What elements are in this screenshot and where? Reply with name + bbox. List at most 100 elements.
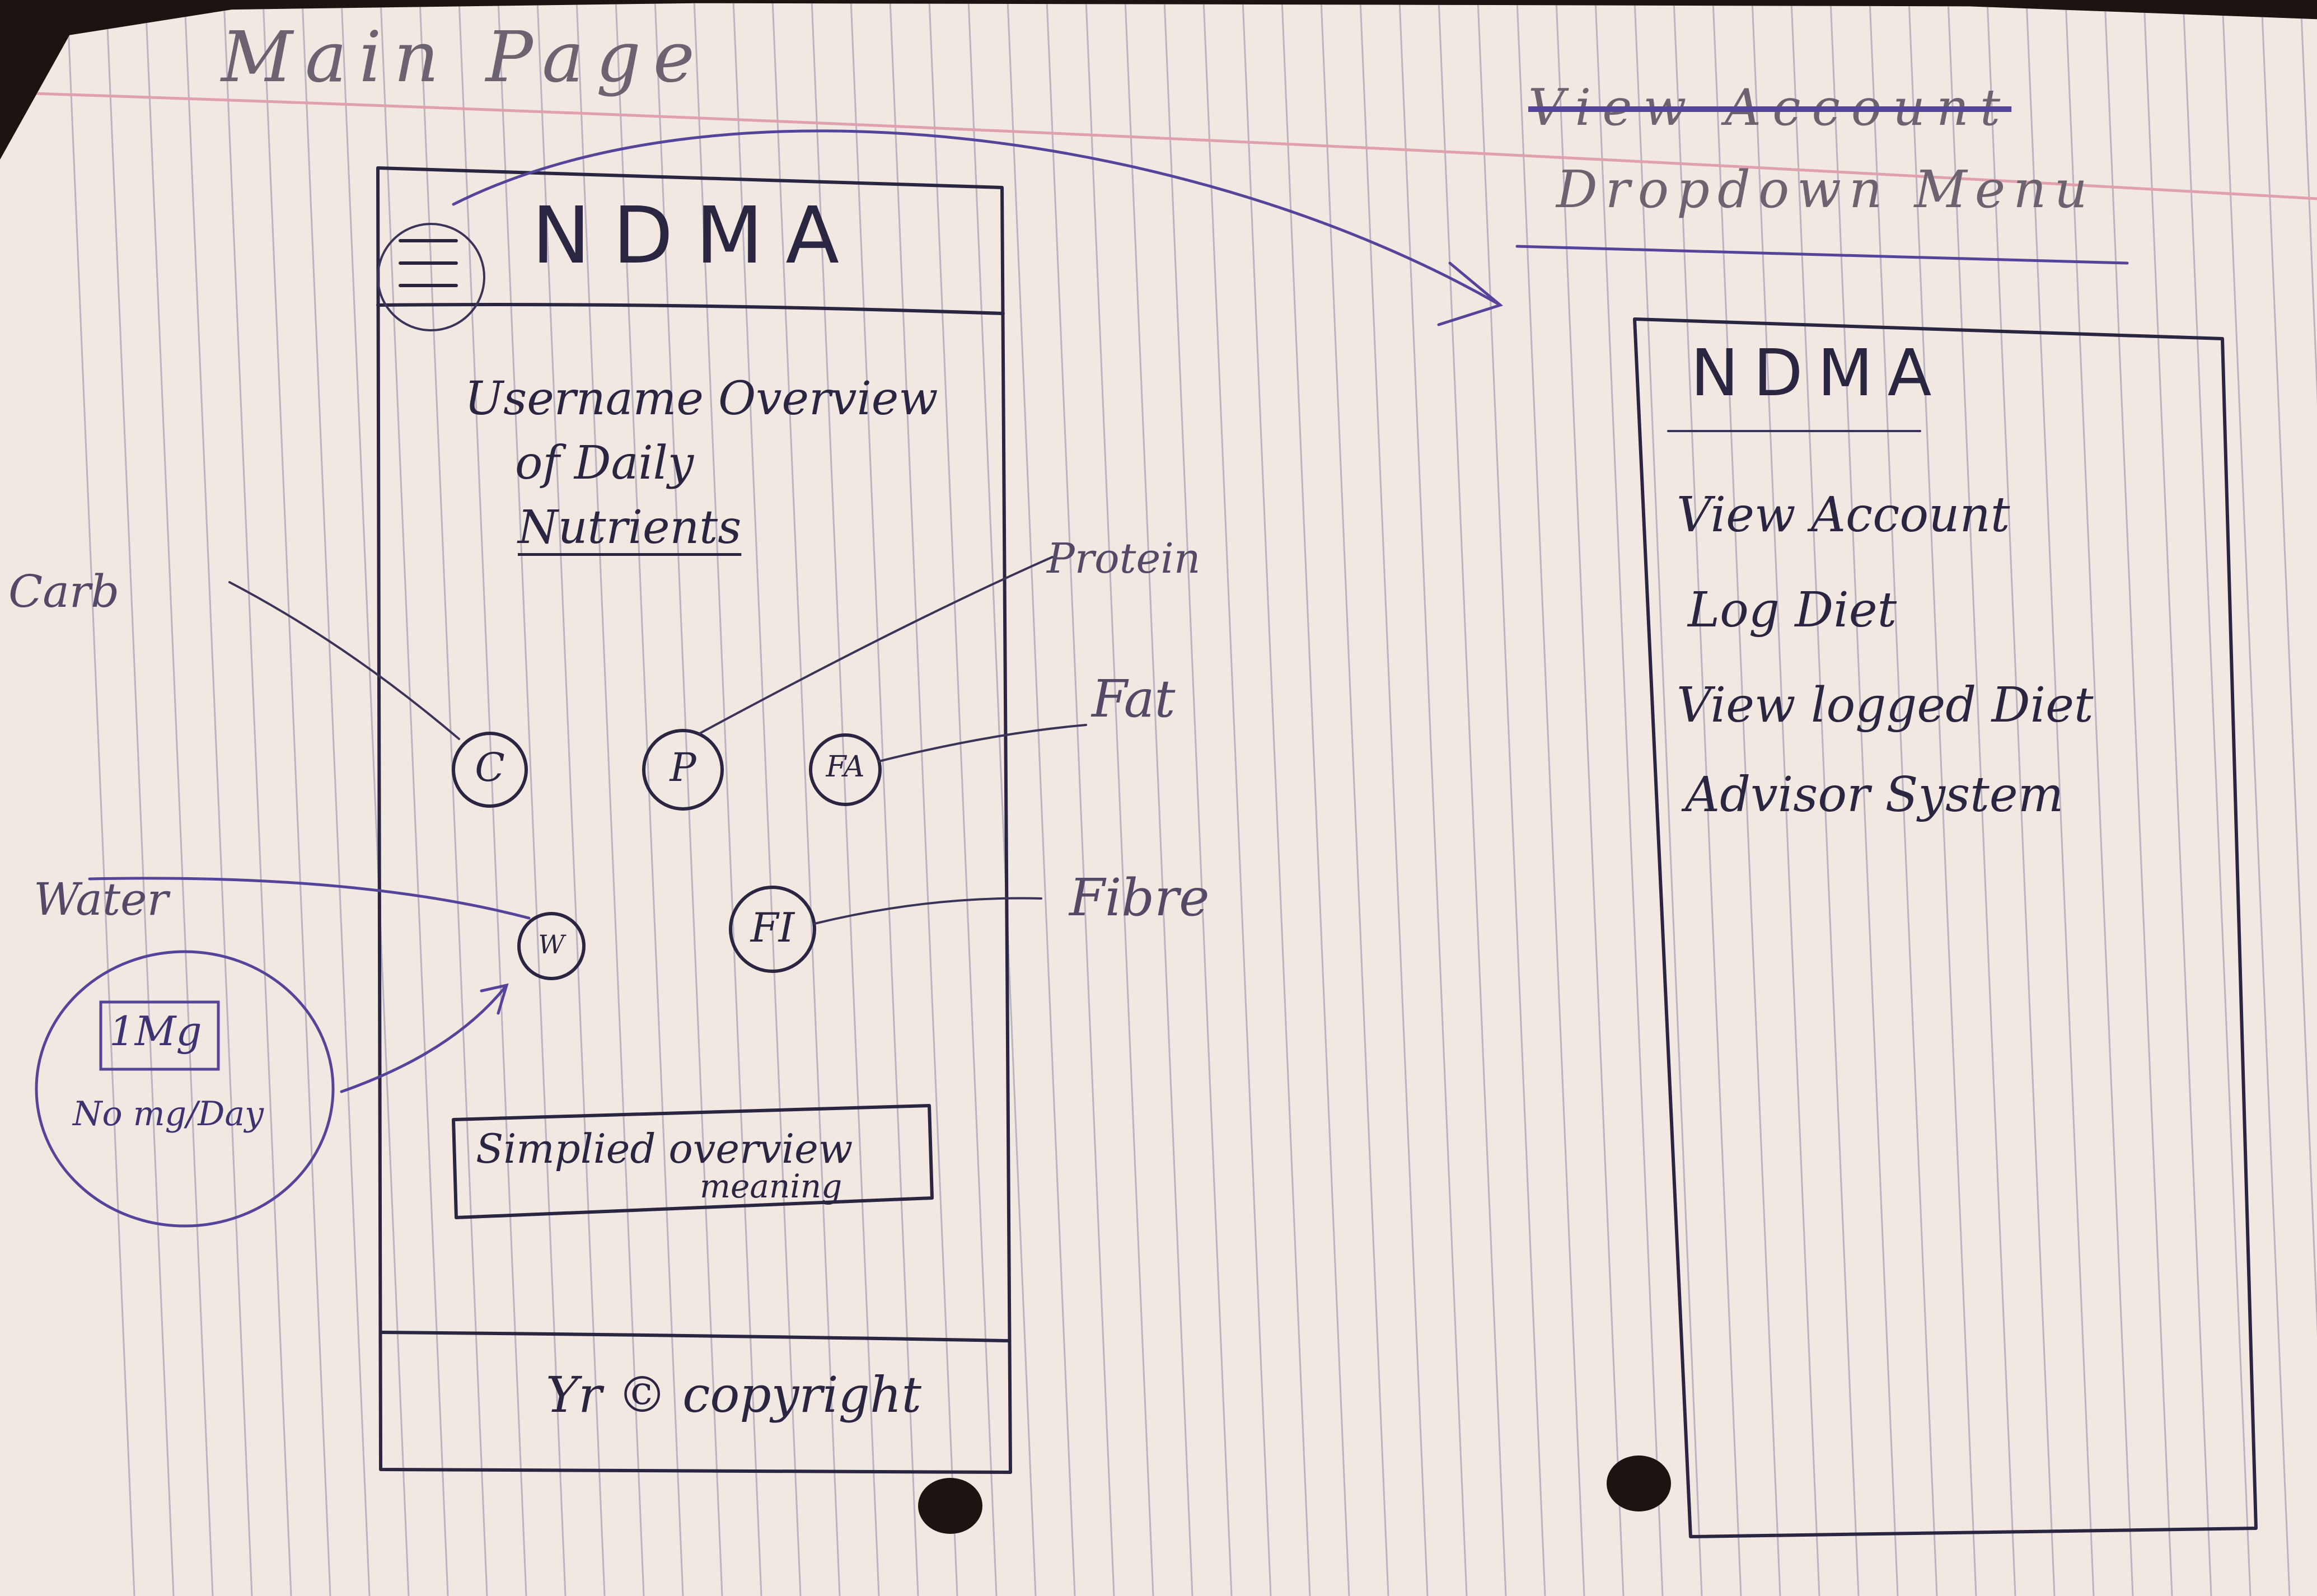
ruled-line bbox=[2104, 3, 2173, 1596]
ruled-line bbox=[1751, 3, 1820, 1596]
ruled-line bbox=[1398, 3, 1468, 1596]
nutrient-circle-fi[interactable] bbox=[729, 886, 816, 973]
ruled-line bbox=[1320, 3, 1389, 1596]
fat-callout-line bbox=[878, 724, 1087, 762]
ruled-line bbox=[262, 3, 331, 1596]
ruled-line bbox=[1673, 3, 1742, 1596]
water-popup-subtext: No mg/Day bbox=[73, 1094, 264, 1134]
ruled-line bbox=[2025, 3, 2095, 1596]
ruled-line bbox=[497, 3, 567, 1596]
ruled-line bbox=[732, 3, 802, 1596]
ruled-line bbox=[1085, 3, 1154, 1596]
water-popup-arrow bbox=[340, 984, 508, 1093]
nutrient-circle-p[interactable] bbox=[642, 729, 724, 811]
ruled-line bbox=[575, 3, 645, 1596]
ruled-line bbox=[419, 3, 488, 1596]
ruled-line bbox=[1790, 3, 1860, 1596]
nutrient-circle-w[interactable] bbox=[517, 912, 586, 980]
ruled-line bbox=[1594, 3, 1664, 1596]
ruled-line bbox=[811, 3, 880, 1596]
summary-box-line2: meaning bbox=[700, 1167, 842, 1205]
dropdown-item-view-logged-diet[interactable]: View logged Diet bbox=[1677, 677, 2094, 733]
ruled-line bbox=[1202, 3, 1272, 1596]
hamburger-circle bbox=[377, 223, 485, 331]
menu-arrow bbox=[452, 129, 1502, 307]
ruled-line bbox=[380, 3, 449, 1596]
nutrient-label-carb: Carb bbox=[8, 565, 120, 617]
nutrient-key-p: P bbox=[670, 745, 696, 790]
dropdown-panel-frame bbox=[1633, 317, 2258, 1538]
main-title-line2: of Daily bbox=[515, 437, 694, 490]
nutrient-label-water: Water bbox=[34, 873, 168, 925]
water-popup-circle bbox=[35, 950, 335, 1228]
protein-callout-line bbox=[699, 556, 1054, 734]
ruled-line bbox=[1712, 3, 1781, 1596]
ruled-line bbox=[184, 3, 253, 1596]
water-callout-line bbox=[88, 877, 531, 920]
dropdown-item-view-account[interactable]: View Account bbox=[1677, 487, 2010, 543]
phone-frame-main bbox=[376, 166, 1012, 1474]
ruled-line bbox=[144, 3, 214, 1596]
water-popup-value: 1Mg bbox=[109, 1008, 202, 1055]
ruled-line bbox=[2182, 3, 2252, 1596]
nutrient-key-w: W bbox=[538, 929, 565, 960]
nutrient-key-c: C bbox=[475, 745, 505, 790]
punch-hole-right bbox=[1607, 1455, 1671, 1511]
nutrient-circle-fa[interactable] bbox=[809, 733, 882, 806]
ruled-line bbox=[2221, 3, 2291, 1596]
dropdown-item-log-diet[interactable]: Log Diet bbox=[1688, 582, 1897, 638]
ruled-line bbox=[1477, 3, 1546, 1596]
nutrient-label-fat: Fat bbox=[1092, 669, 1176, 729]
main-title-line3: Nutrients bbox=[518, 501, 742, 554]
ruled-line bbox=[1007, 3, 1076, 1596]
ruled-line bbox=[889, 3, 958, 1596]
ruled-line bbox=[693, 3, 762, 1596]
header-divider bbox=[376, 303, 1005, 315]
ruled-line bbox=[105, 3, 175, 1596]
dropdown-struck-title: View Account bbox=[1528, 78, 2012, 137]
ruled-line bbox=[654, 3, 723, 1596]
ruled-line bbox=[1163, 3, 1233, 1596]
main-title-line1: Username Overview bbox=[465, 372, 938, 425]
summary-box-line1: Simplied overview bbox=[476, 1125, 853, 1172]
punch-hole-left bbox=[918, 1478, 982, 1534]
ruled-line bbox=[458, 3, 527, 1596]
ruled-line bbox=[1908, 3, 1977, 1596]
ruled-line bbox=[850, 3, 919, 1596]
ruled-line bbox=[1242, 3, 1311, 1596]
ruled-line bbox=[2260, 3, 2317, 1596]
water-popup-arrow-head bbox=[480, 983, 509, 1015]
dropdown-section-title: Dropdown Menu bbox=[1556, 160, 2095, 219]
ruled-line bbox=[1438, 3, 1507, 1596]
ruled-line bbox=[1555, 3, 1625, 1596]
ruled-line bbox=[928, 3, 998, 1596]
dropdown-title-underline bbox=[1515, 245, 2129, 265]
ruled-line bbox=[1829, 3, 1899, 1596]
ruled-line bbox=[1046, 3, 1115, 1596]
footer-divider bbox=[379, 1331, 1010, 1342]
ruled-line bbox=[967, 3, 1037, 1596]
app-logo: NDMA bbox=[532, 190, 862, 282]
dropdown-item-advisor-system[interactable]: Advisor System bbox=[1685, 767, 2064, 823]
ruled-line bbox=[1516, 3, 1585, 1596]
ruled-line bbox=[2300, 3, 2317, 1596]
ruled-line bbox=[771, 3, 841, 1596]
water-value-box bbox=[99, 1000, 220, 1071]
ruled-line bbox=[223, 3, 292, 1596]
nutrient-label-protein: Protein bbox=[1047, 535, 1201, 583]
fibre-callout-line bbox=[813, 897, 1042, 925]
ruled-line bbox=[1281, 3, 1350, 1596]
nutrient-circle-c[interactable] bbox=[452, 732, 528, 808]
ruled-line bbox=[66, 3, 135, 1596]
page-title: Main Page bbox=[221, 17, 707, 98]
nutrient-key-fi: FI bbox=[750, 904, 795, 951]
summary-box-frame bbox=[452, 1104, 934, 1219]
footer-copyright: Yr © copyright bbox=[546, 1366, 921, 1424]
ruled-line bbox=[1986, 3, 2056, 1596]
ruled-line bbox=[2065, 3, 2134, 1596]
hamburger-icon[interactable] bbox=[399, 239, 458, 287]
ruled-line bbox=[1947, 3, 2016, 1596]
